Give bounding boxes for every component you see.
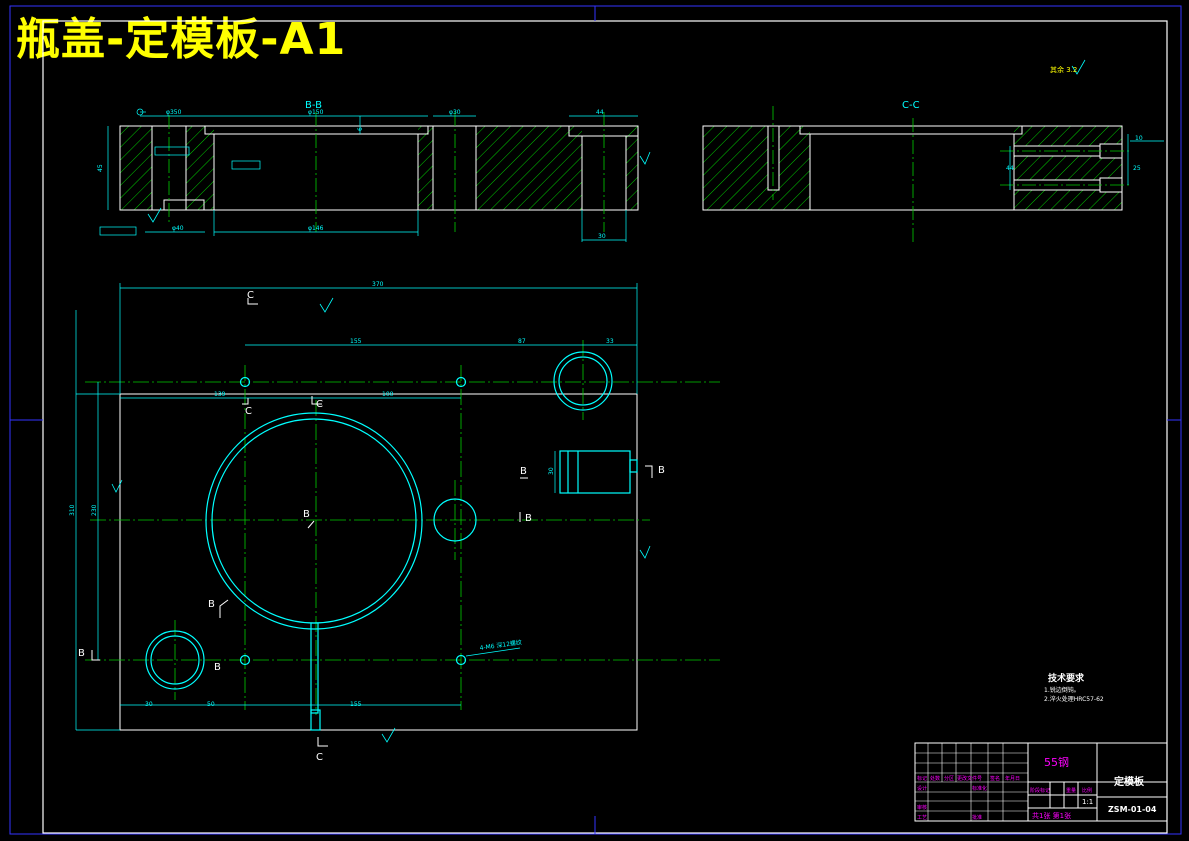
guide-bush-outer-top <box>553 351 613 411</box>
section-mark-c-top: C <box>247 290 254 301</box>
dim-bottom-155: 155 <box>350 701 362 708</box>
dim-pitch-155-top: 155 <box>350 338 362 345</box>
tb-mid-standard: 标准化 <box>972 785 987 792</box>
tb-row-process: 工艺 <box>917 815 927 821</box>
dim-cc-44: 44 <box>1006 165 1014 172</box>
dim-width-44: 44 <box>596 109 604 116</box>
section-mark-b-1: B <box>520 466 527 477</box>
tb-row-review: 审核 <box>917 804 927 811</box>
drawing-title: 瓶盖-定模板-A1 <box>16 14 347 65</box>
title-block: 标记 处数 分区 更改文件号 签名 年月日 设计 审核 工艺 标准化 批准 阶段… <box>914 742 1168 822</box>
dim-overall-height: 310 <box>69 504 76 516</box>
dim-d30: φ30 <box>449 109 461 116</box>
pin-hole <box>433 498 477 542</box>
section-mark-b-4: B <box>303 509 310 520</box>
dim-pitch-139: 139 <box>214 391 226 398</box>
tb-stage: 阶段标记 <box>1030 787 1050 794</box>
tech-item-2: 2.淬火处理HRC57-62 <box>1044 695 1104 703</box>
roughness-general: 其余 3.2 <box>1050 65 1077 74</box>
tb-scale-label: 比例 <box>1082 787 1092 794</box>
roughness-symbols <box>111 59 1086 743</box>
tech-requirements: 技术要求 1.锐边倒钝。 2.淬火处理HRC57-62 <box>1044 672 1104 703</box>
tb-mid-approve: 批准 <box>972 814 982 821</box>
tb-sheets: 共1张 第1张 <box>1032 811 1071 820</box>
dim-bottom-50: 50 <box>207 701 215 708</box>
tb-row-design: 设计 <box>917 785 927 792</box>
dim-overall-width: 370 <box>372 281 384 288</box>
tb-header-5: 年月日 <box>1005 775 1020 782</box>
tb-part-name: 定模板 <box>1114 775 1145 788</box>
dim-pitch-100: 100 <box>382 391 394 398</box>
dim-cc-25: 25 <box>1133 165 1141 172</box>
tb-header-2: 分区 <box>944 775 954 782</box>
hole-note: 4-M6 深12螺纹 <box>479 638 522 652</box>
section-mark-c-bottom: C <box>316 752 323 763</box>
dim-width-30: 30 <box>598 233 606 240</box>
section-cc-label: C-C <box>902 100 920 111</box>
dim-cc-10: 10 <box>1135 135 1143 142</box>
dim-slot-height: 30 <box>548 467 555 475</box>
plan-view: 370 155 87 33 139 100 30 50 155 310 230 … <box>69 59 1086 763</box>
section-mark-b-2: B <box>658 465 665 476</box>
tb-material: 55钢 <box>1044 756 1069 769</box>
tb-drawing-no: ZSM-01-04 <box>1108 805 1157 814</box>
tb-scale: 1:1 <box>1082 798 1093 806</box>
dim-pitch-33: 33 <box>606 338 614 345</box>
dim-height-45: 45 <box>97 164 104 172</box>
tb-header-0: 标记 <box>917 775 927 782</box>
section-bb-view: B-B <box>97 100 639 242</box>
section-mark-b-5: B <box>208 599 215 610</box>
tech-heading: 技术要求 <box>1048 672 1085 684</box>
section-mark-c-center: C <box>316 399 323 410</box>
dim-d146: φ146 <box>308 225 324 232</box>
tb-header-3: 更改文件号 <box>957 775 982 782</box>
section-mark-b-6: B <box>78 648 85 659</box>
dim-inner-height: 230 <box>91 504 98 516</box>
sheet-frame <box>9 5 1182 835</box>
tb-header-4: 签名 <box>990 775 1000 782</box>
guide-bush-inner-bottom <box>150 635 200 685</box>
section-cc-view: C-C 10 25 44 <box>702 100 1164 245</box>
dim-d150: φ150 <box>308 109 324 116</box>
section-mark-b-3: B <box>525 513 532 524</box>
guide-bush-outer-bottom <box>145 630 205 690</box>
section-bb-label: B-B <box>305 100 322 111</box>
dim-bottom-30: 30 <box>145 701 153 708</box>
dim-depth-6: 6 <box>357 127 364 131</box>
side-slot <box>559 450 631 494</box>
dim-d350: φ350 <box>166 109 182 116</box>
tb-header-1: 处数 <box>930 775 940 782</box>
dim-pitch-87: 87 <box>518 338 526 345</box>
tech-item-1: 1.锐边倒钝。 <box>1044 686 1080 694</box>
tb-weight: 重量 <box>1066 787 1076 794</box>
guide-bush-inner-top <box>558 356 608 406</box>
dim-d40: φ40 <box>172 225 184 232</box>
section-mark-c-left: C <box>245 406 252 417</box>
main-cavity-outer <box>205 412 423 630</box>
section-mark-b-7: B <box>214 662 221 673</box>
